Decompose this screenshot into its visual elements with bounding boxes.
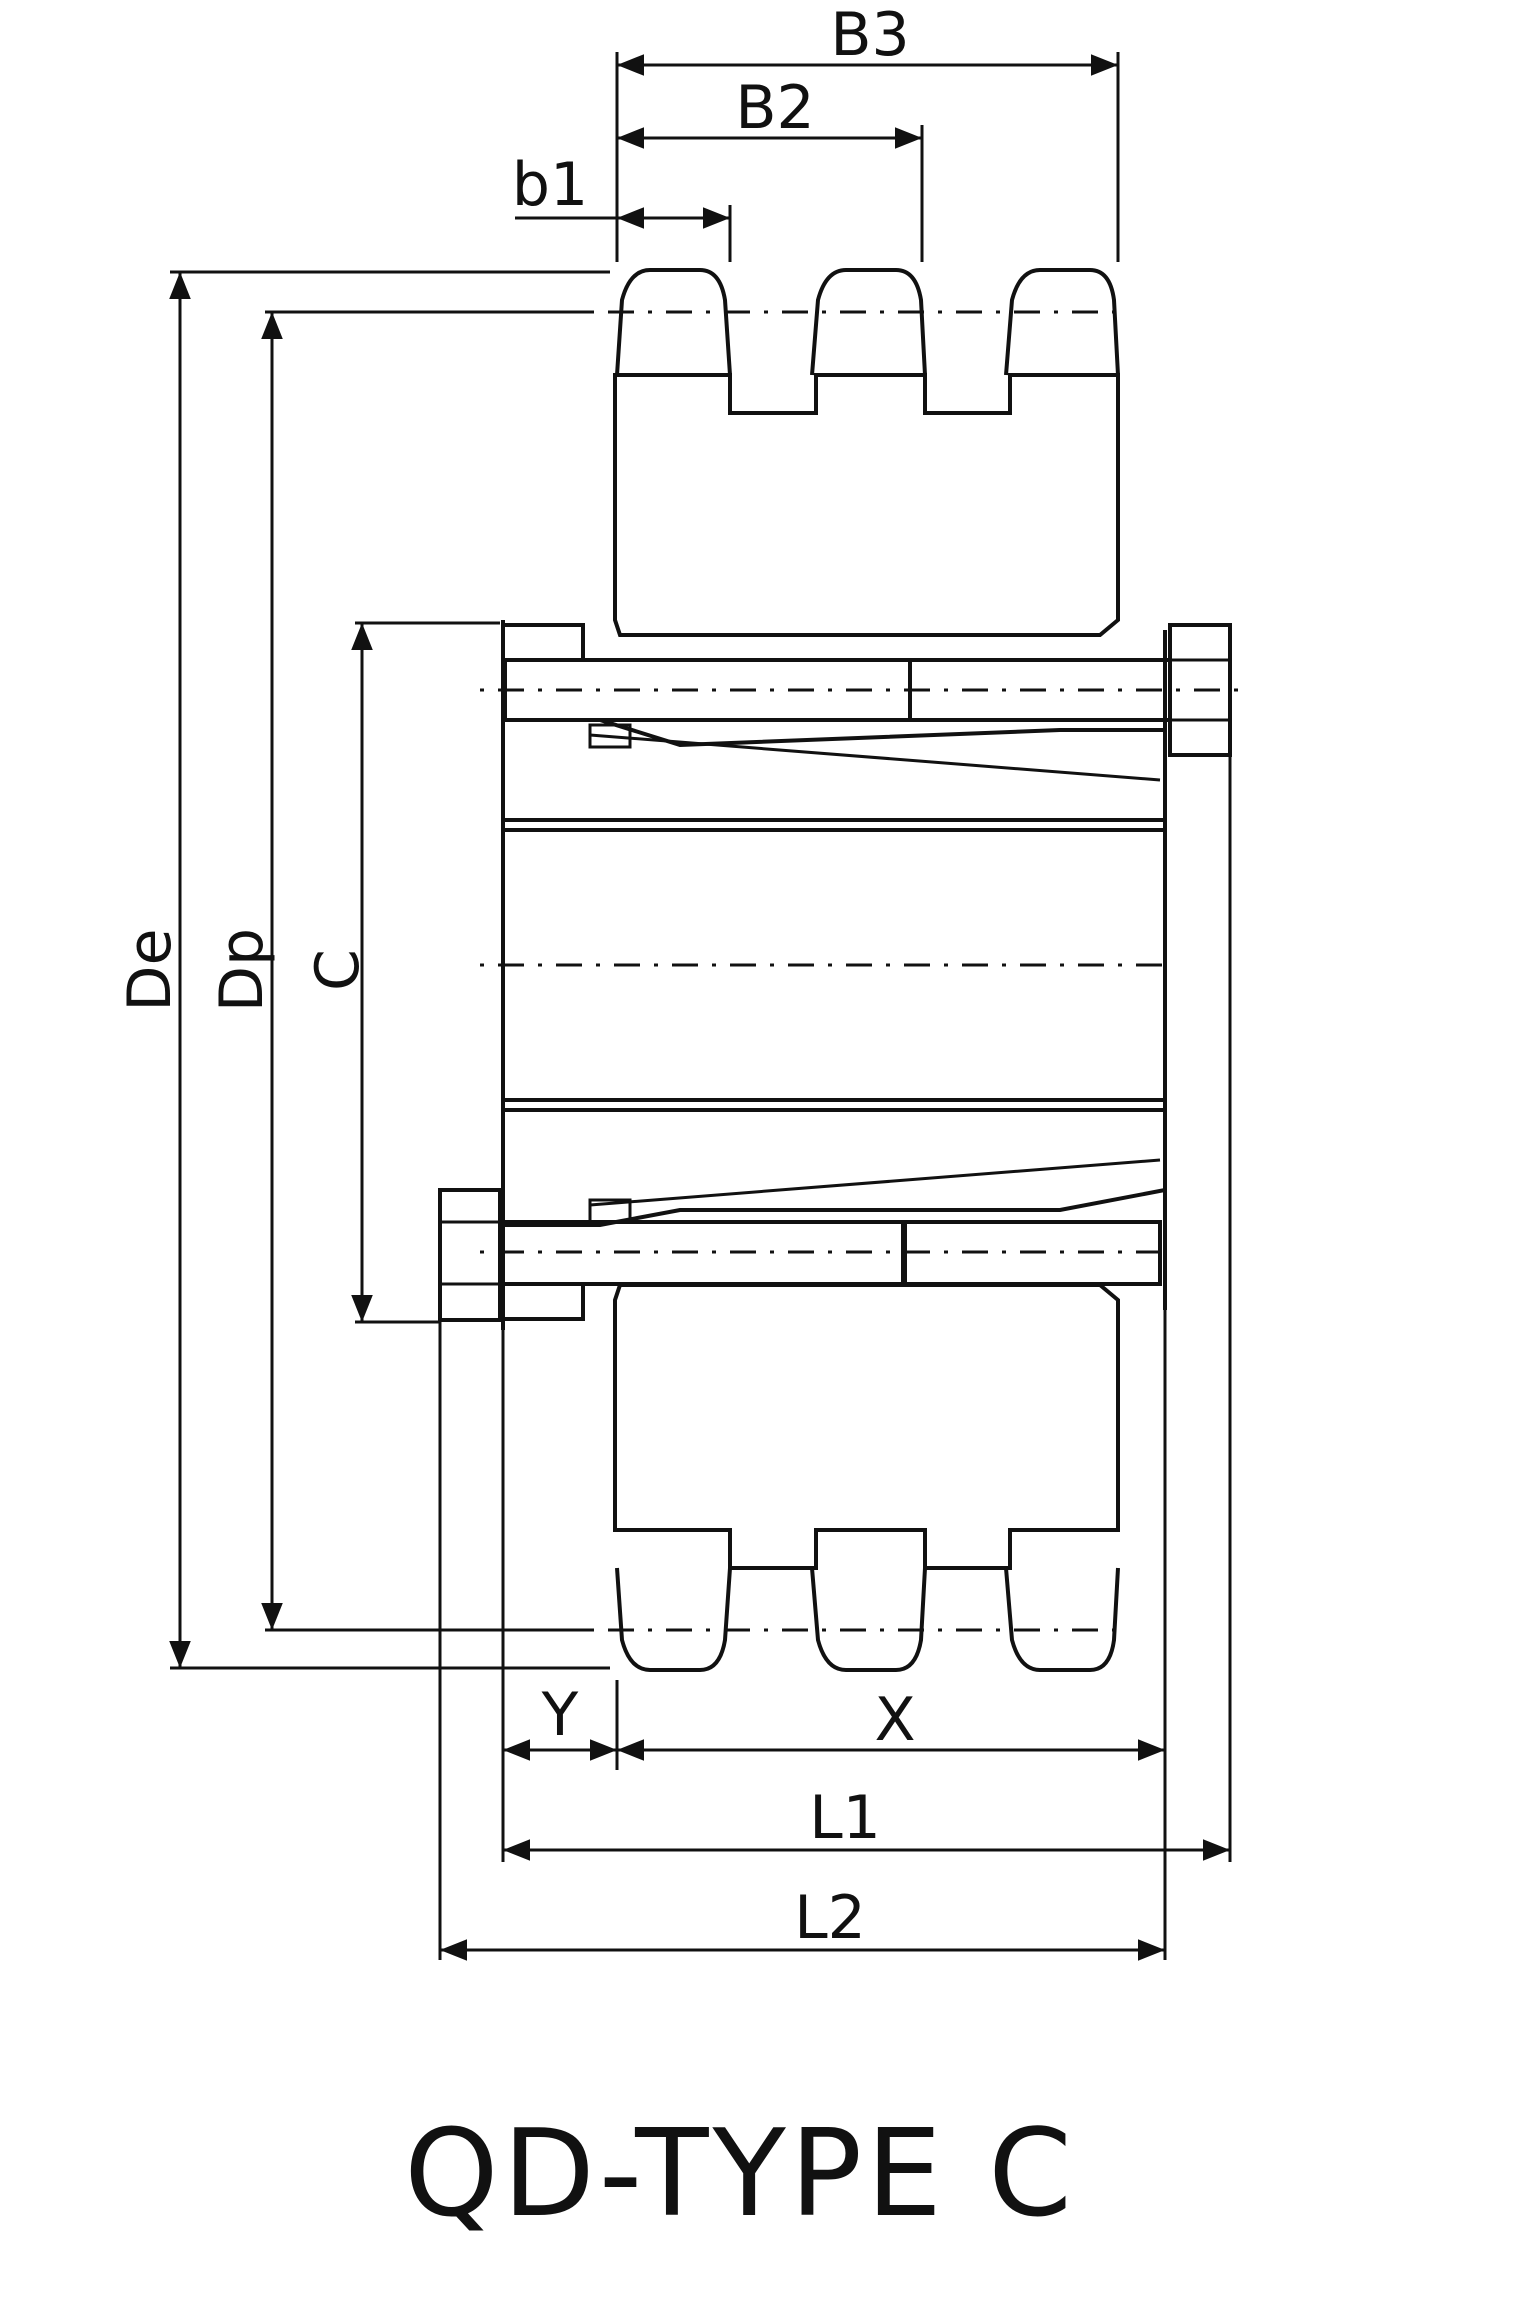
lower-teeth [615, 1567, 1120, 1672]
dim-b2-label: B2 [735, 73, 814, 143]
dim-b1-label: b1 [512, 150, 588, 220]
drawing-title: QD-TYPE C [404, 2105, 1076, 2244]
lower-hub-section [613, 1283, 1120, 1570]
dim-y-label: Y [541, 1680, 579, 1750]
upper-teeth [615, 268, 1120, 376]
dim-x-label: X [874, 1685, 915, 1755]
upper-hub-section [613, 373, 1120, 637]
dim-l2-label: L2 [794, 1883, 866, 1953]
dim-l1-label: L1 [809, 1783, 881, 1853]
dim-b3-label: B3 [830, 0, 909, 70]
dim-dp-label: Dp [207, 928, 277, 1012]
dim-c-label: C [303, 949, 373, 991]
lower-bushing-section [501, 1108, 1167, 1227]
dim-de-label: De [115, 928, 185, 1011]
upper-bushing-section [501, 718, 1167, 822]
